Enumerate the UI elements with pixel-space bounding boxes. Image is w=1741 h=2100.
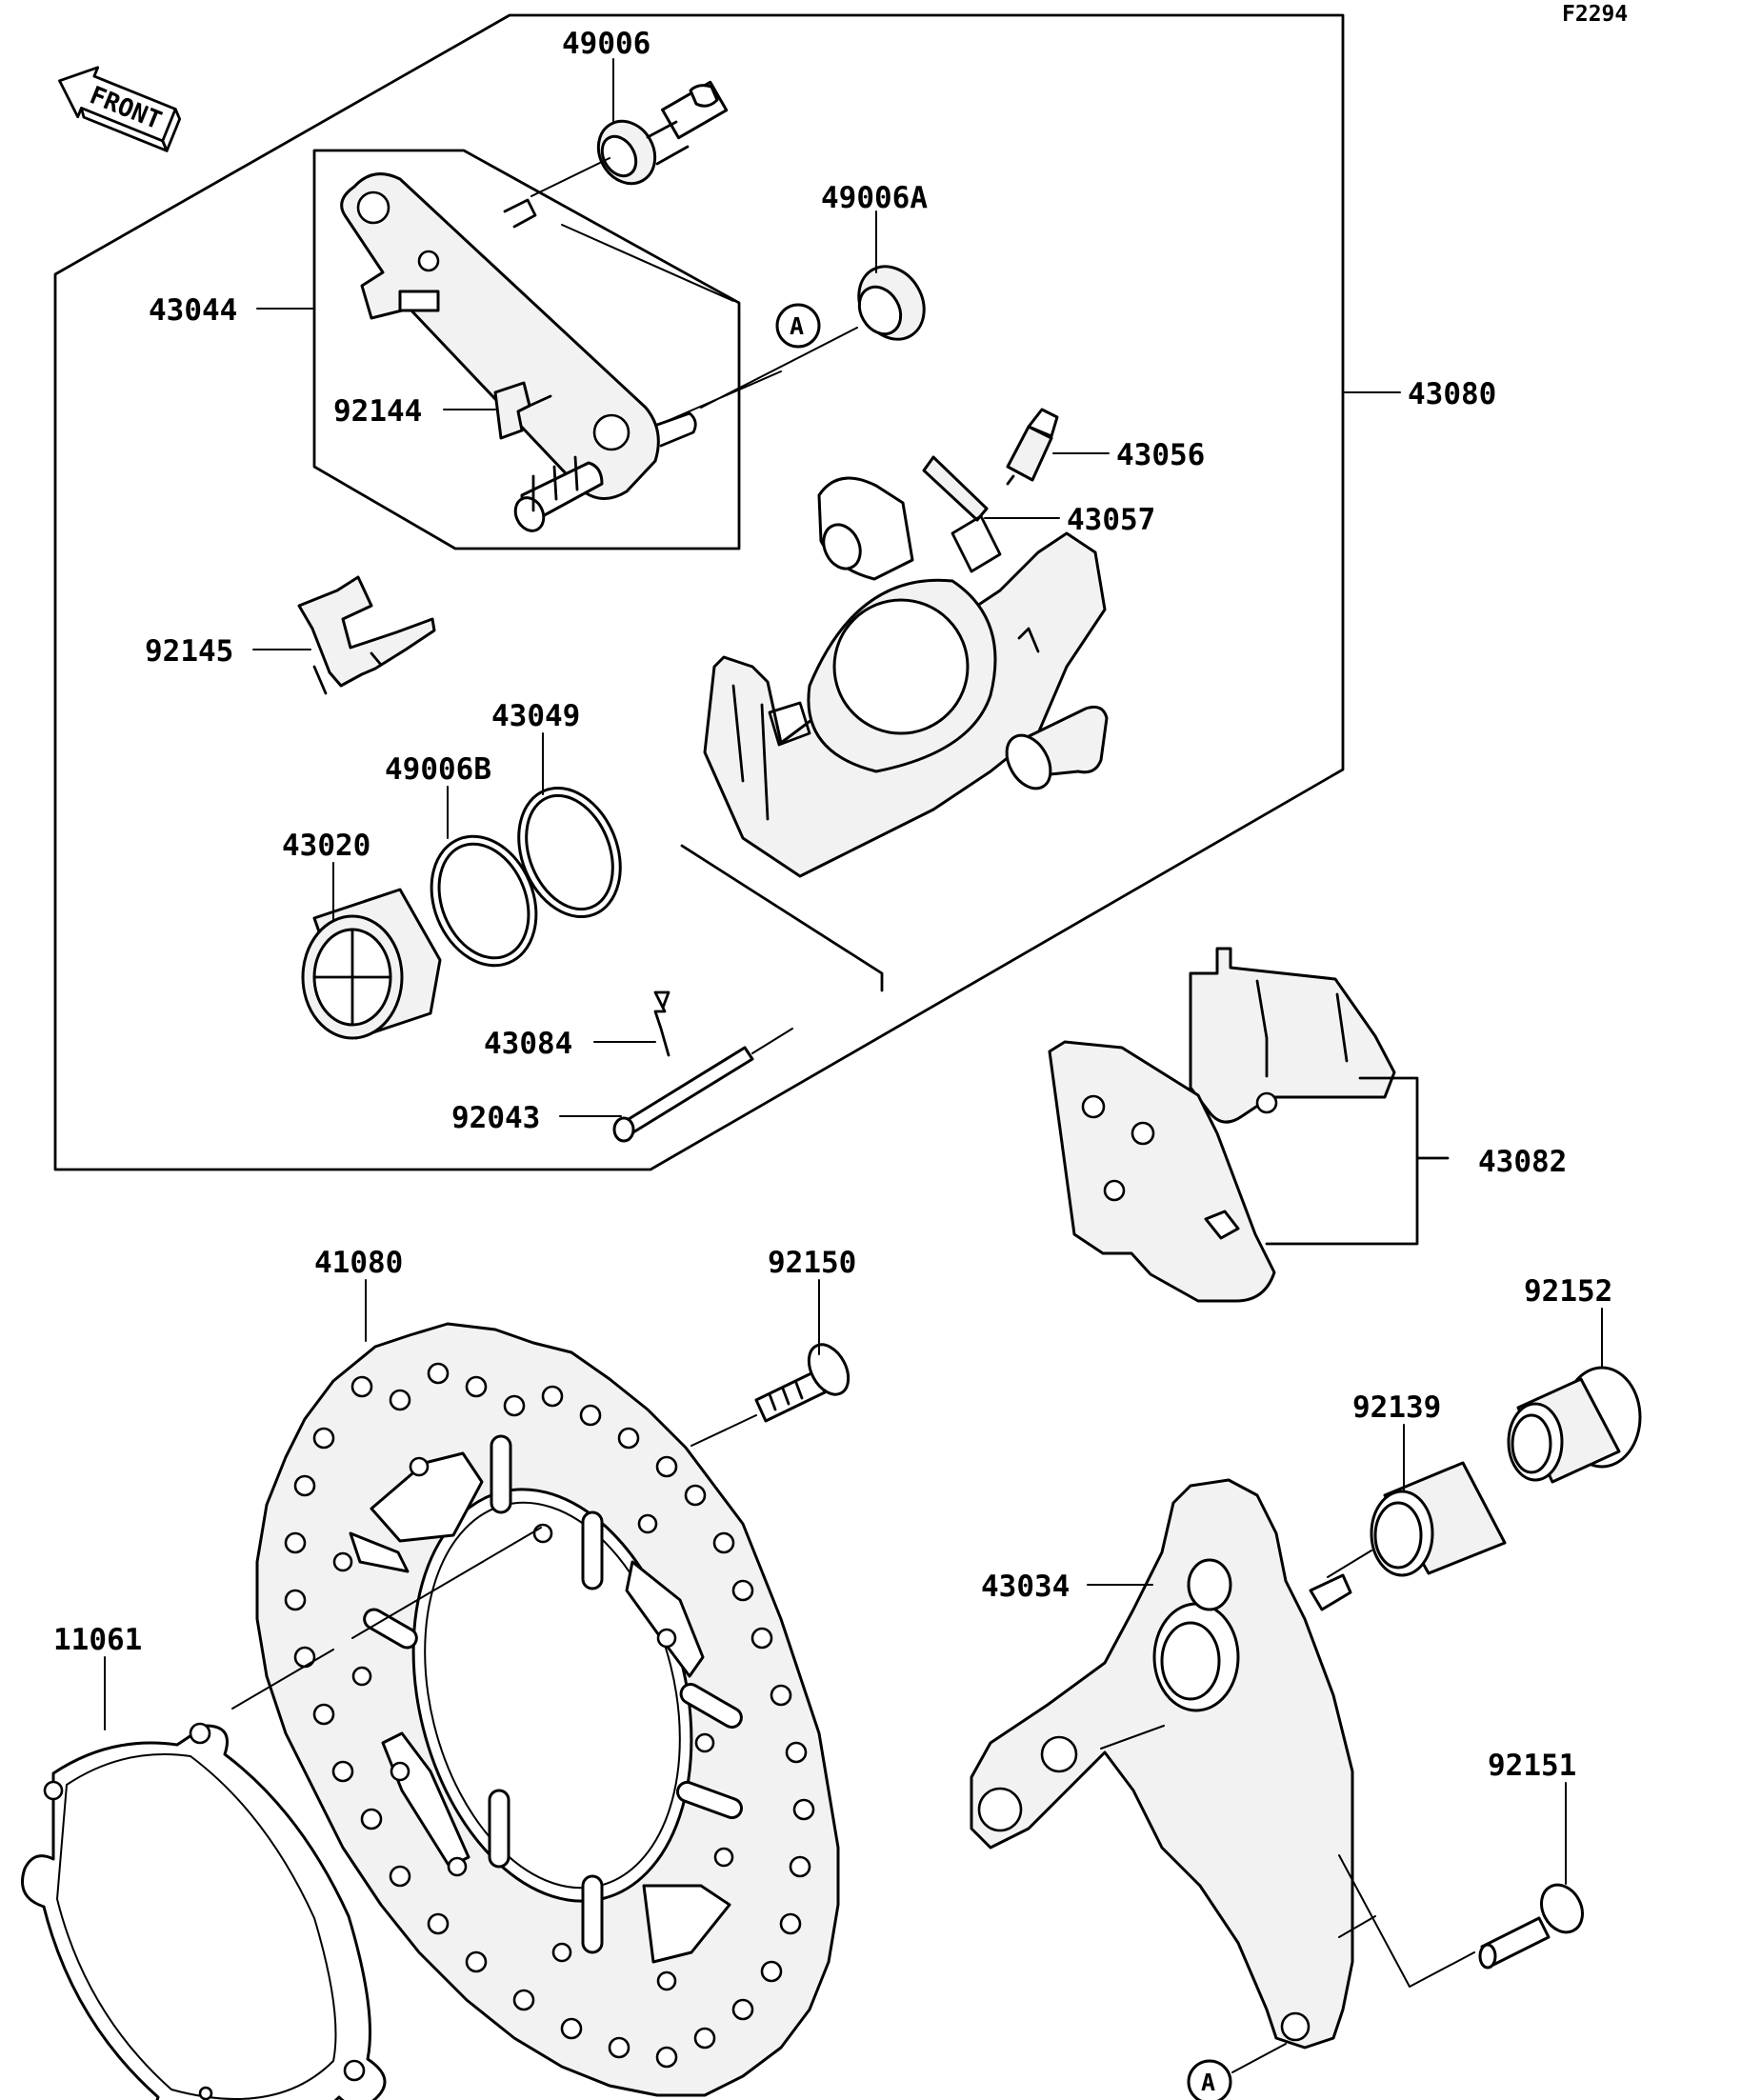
brake-disc-41080 [255, 1322, 840, 2097]
piston-seal-43049 [517, 786, 622, 919]
bleeder-cap-43057 [922, 455, 989, 522]
label-43057: 43057 [1067, 503, 1155, 537]
dust-seal-49006B [430, 834, 538, 968]
label-43034: 43034 [981, 1570, 1070, 1604]
label-92145: 92145 [145, 634, 233, 669]
brake-pads-43082 [1048, 947, 1396, 1303]
holder-bolt-92151 [1478, 1883, 1584, 1970]
disc-bolt-92150 [754, 1343, 850, 1423]
label-92139: 92139 [1352, 1390, 1441, 1425]
collar-92139 [1370, 1461, 1507, 1577]
gasket-11061 [21, 1722, 387, 2100]
label-92150: 92150 [768, 1246, 856, 1280]
bleeder-valve-43056 [1006, 408, 1059, 486]
label-43084: 43084 [484, 1027, 572, 1061]
label-49006: 49006 [562, 27, 650, 61]
boot-49006 [596, 80, 729, 186]
collar-axis [1327, 1550, 1372, 1578]
caliper-holder-43034 [970, 1478, 1354, 2050]
label-43044: 43044 [149, 293, 237, 328]
label-49006B: 49006B [385, 752, 491, 787]
label-92151: 92151 [1488, 1749, 1576, 1783]
caliper-assembly-frame [53, 13, 1345, 1171]
pads-bracket [1265, 1076, 1450, 1246]
label-43020: 43020 [282, 829, 370, 863]
piston-43020 [301, 888, 442, 1040]
boot-49006A [857, 265, 926, 341]
retaining-clip-43084 [653, 990, 670, 1057]
pad-spring-92145 [297, 575, 436, 695]
disc-holes [284, 1362, 815, 2069]
label-43080: 43080 [1408, 377, 1496, 411]
label-92043: 92043 [451, 1101, 540, 1135]
reference-marker-a-upper: A [775, 303, 821, 349]
bolt-axis [231, 1414, 757, 1710]
svg-text:A: A [1201, 2069, 1215, 2096]
holder-axis [1100, 1725, 1475, 1988]
leader-lines [104, 58, 1603, 1885]
label-49006A: 49006A [821, 181, 928, 215]
reference-marker-a-lower: A [1187, 2043, 1287, 2100]
caliper-bracket-43044 [340, 172, 697, 532]
label-92144: 92144 [333, 394, 422, 429]
caliper-body [703, 476, 1109, 878]
pad-pin-92043 [612, 1046, 754, 1143]
clip-92144 [493, 381, 552, 440]
part-labels: 49006 49006A 43044 92144 43080 43056 430… [53, 27, 1612, 1783]
front-arrow-icon: FRONT [58, 66, 182, 152]
centerline-upper [530, 157, 858, 424]
pin-axis [751, 1028, 793, 1054]
label-43082: 43082 [1478, 1145, 1567, 1179]
label-11061: 11061 [53, 1623, 142, 1657]
svg-text:A: A [790, 312, 804, 340]
piston-subframe [680, 844, 884, 992]
bracket-subframe [312, 149, 741, 550]
label-43049: 43049 [491, 699, 580, 733]
label-92152: 92152 [1524, 1274, 1612, 1309]
bushing-92152 [1507, 1366, 1642, 1484]
diagram-code: F2294 [1562, 2, 1628, 27]
label-41080: 41080 [314, 1246, 403, 1280]
label-43056: 43056 [1116, 438, 1205, 472]
